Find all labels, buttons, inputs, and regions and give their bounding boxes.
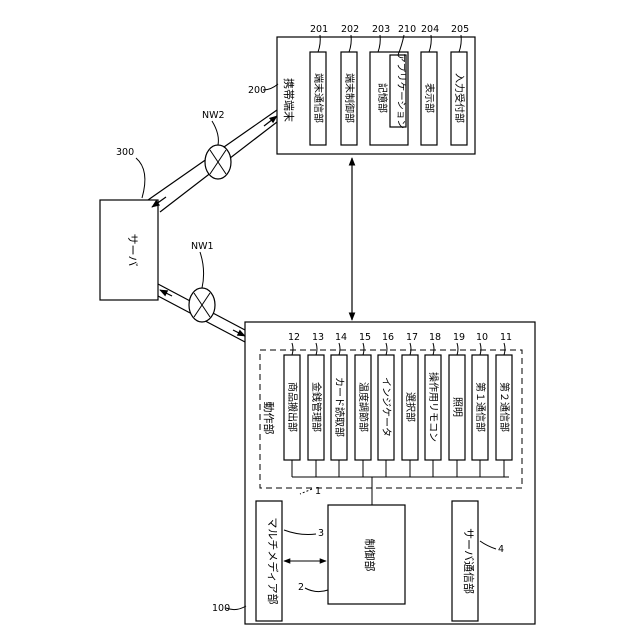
terminal-unit-label: 記憶部 bbox=[376, 83, 389, 113]
operation-unit-label: 温度調節部 bbox=[357, 382, 370, 432]
terminal-label: 携帯端末 bbox=[282, 78, 296, 122]
operation-unit-ref: 17 bbox=[406, 332, 418, 343]
nw2-leader bbox=[212, 121, 218, 145]
terminal-unit-label: 端末通信部 bbox=[312, 73, 325, 123]
operation-unit-ref: 11 bbox=[500, 332, 512, 343]
control-ref: 2 bbox=[298, 582, 304, 593]
operation-group-ref: 1 bbox=[315, 486, 321, 497]
nw2-label: NW2 bbox=[202, 110, 225, 121]
server-label: サーバ bbox=[126, 234, 139, 267]
nw2-network-icon bbox=[205, 145, 231, 179]
operation-unit-ref: 12 bbox=[288, 332, 300, 343]
nw1-label: NW1 bbox=[191, 241, 214, 252]
nw1-network-icon bbox=[189, 288, 215, 322]
operation-unit-ref: 18 bbox=[429, 332, 441, 343]
operation-unit-ref: 15 bbox=[359, 332, 371, 343]
server-leader bbox=[136, 158, 145, 198]
operation-group-label: 動作部 bbox=[262, 402, 276, 435]
operation-unit-label: カード読取部 bbox=[333, 377, 346, 437]
terminal-unit-label: 表示部 bbox=[423, 83, 436, 113]
operation-unit-label: 第１通信部 bbox=[474, 382, 487, 432]
operation-unit-ref: 16 bbox=[382, 332, 394, 343]
terminal-unit-ref: 201 bbox=[310, 24, 328, 35]
operation-unit-ref: 13 bbox=[312, 332, 324, 343]
server-comm-label: サーバ通信部 bbox=[462, 528, 476, 594]
operation-unit-label: 第２通信部 bbox=[498, 382, 511, 432]
multimedia-ref: 3 bbox=[318, 528, 324, 539]
operation-unit-ref: 10 bbox=[476, 332, 488, 343]
terminal-unit-label: 入力受付部 bbox=[453, 73, 466, 123]
operation-unit-ref: 19 bbox=[453, 332, 465, 343]
app-ref: 210 bbox=[398, 24, 416, 35]
operation-unit-ref: 14 bbox=[335, 332, 347, 343]
terminal-unit-ref: 204 bbox=[421, 24, 439, 35]
nw1-leader bbox=[200, 252, 204, 288]
multimedia-label: マルチメディア部 bbox=[266, 517, 280, 604]
server-comm-ref: 4 bbox=[498, 544, 504, 555]
terminal-unit-ref: 205 bbox=[451, 24, 469, 35]
operation-unit-label: インジケータ bbox=[380, 377, 392, 437]
operation-unit-label: 選択部 bbox=[404, 392, 417, 422]
nw1-arrow-right bbox=[233, 330, 245, 336]
operation-unit-label: 金銭管理部 bbox=[310, 382, 323, 432]
terminal-unit-ref: 202 bbox=[341, 24, 359, 35]
operation-unit-label: 照明 bbox=[451, 397, 463, 417]
app-label: アプリケーション bbox=[395, 53, 406, 129]
operation-unit-label: 操作用リモコン bbox=[427, 372, 440, 442]
server-ref: 300 bbox=[116, 147, 134, 158]
terminal-unit-label: 端末制御部 bbox=[343, 73, 356, 123]
terminal-ref: 200 bbox=[248, 85, 266, 96]
terminal-unit-ref: 203 bbox=[372, 24, 390, 35]
operation-unit-label: 商品搬出部 bbox=[286, 382, 299, 432]
control-label: 制御部 bbox=[363, 539, 377, 572]
